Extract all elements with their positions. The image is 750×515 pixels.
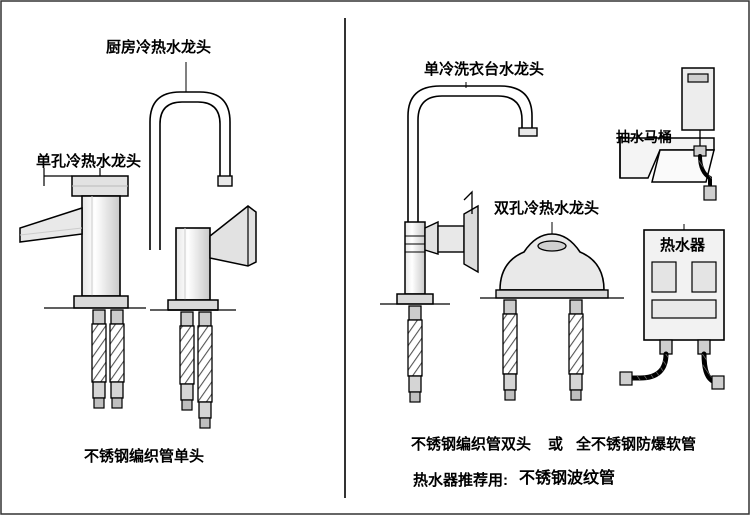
caption-explosion-proof: 全不锈钢防爆软管 — [576, 436, 697, 453]
label-kitchen-faucet: 厨房冷热水龙头 — [106, 39, 212, 56]
caption-or: 或 — [548, 436, 564, 453]
caption-heater-recommend-prefix: 热水器推荐用: — [413, 472, 508, 489]
caption-braided-double: 不锈钢编织管双头 — [411, 436, 532, 453]
label-single-hole-faucet: 单孔冷热水龙头 — [36, 153, 142, 170]
caption-heater-recommend-product: 不锈钢波纹管 — [519, 470, 616, 487]
label-laundry-faucet: 单冷洗衣台水龙头 — [424, 61, 545, 78]
label-flush-toilet: 抽水马桶 — [616, 129, 672, 145]
label-water-heater: 热水器 — [660, 237, 706, 254]
label-two-hole-faucet: 双孔冷热水龙头 — [494, 200, 600, 217]
caption-braided-single: 不锈钢编织管单头 — [84, 448, 205, 465]
